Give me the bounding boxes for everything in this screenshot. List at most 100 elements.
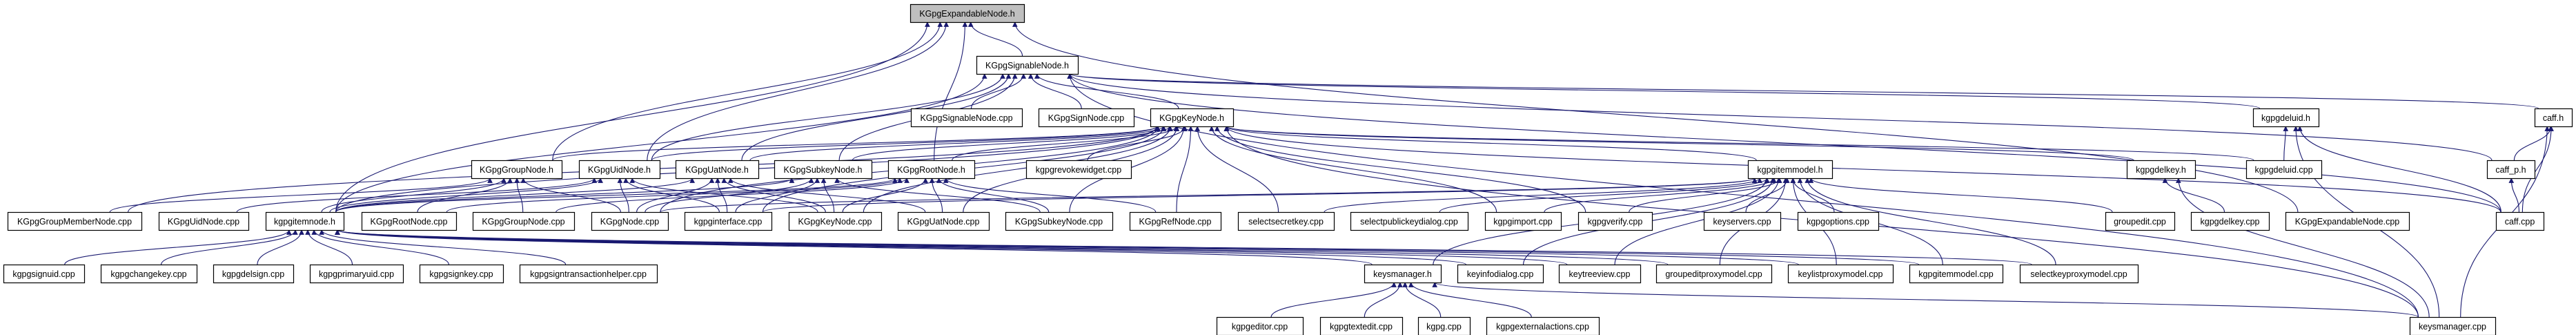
node-caff-p-h[interactable]: caff_p.h bbox=[2486, 160, 2536, 180]
node-box bbox=[1005, 211, 1114, 231]
edge-kgpggroupnode-h-to-kgpgkeynode-h bbox=[552, 126, 1160, 161]
node-label: kgpgchangekey.cpp bbox=[110, 269, 186, 279]
edge-kgpgkeynode-cpp-to-kgpgkeynode-h bbox=[863, 126, 1173, 213]
node-keylistproxymodel-cpp[interactable]: keylistproxymodel.cpp bbox=[1787, 264, 1894, 284]
node-kgpgexpandablenode-h[interactable]: KGpgExpandableNode.h bbox=[910, 3, 1025, 23]
node-kgpgtextedit-cpp[interactable]: kgpgtextedit.cpp bbox=[1319, 316, 1404, 335]
node-groupeditproxymodel-cpp[interactable]: groupeditproxymodel.cpp bbox=[1655, 264, 1773, 284]
node-kgpgsignnode-cpp[interactable]: KGpgSignNode.cpp bbox=[1038, 108, 1135, 128]
node-kgpgnode-cpp[interactable]: KGpgNode.cpp bbox=[591, 211, 669, 231]
edge-kgpgdeluid-cpp-to-kgpgdeluid-h bbox=[2283, 126, 2289, 161]
node-kgpguidnode-cpp[interactable]: KGpgUidNode.cpp bbox=[158, 211, 250, 231]
node-kgpgsignablenode-h[interactable]: KGpgSignableNode.h bbox=[976, 55, 1079, 75]
node-kgpg-cpp[interactable]: kgpg.cpp bbox=[1417, 316, 1471, 335]
edge-kgpgitemnode-h-to-kgpgexpandablenode-h bbox=[335, 21, 930, 213]
node-label: KGpgRootNode.h bbox=[897, 165, 965, 175]
node-box bbox=[2534, 108, 2573, 128]
node-keyservers-cpp[interactable]: keyservers.cpp bbox=[1703, 211, 1782, 231]
node-kgpguatnode-cpp[interactable]: KGpgUatNode.cpp bbox=[897, 211, 990, 231]
node-kgpggroupnode-cpp[interactable]: KGpgGroupNode.cpp bbox=[472, 211, 576, 231]
node-label: KGpgGroupMemberNode.cpp bbox=[17, 217, 132, 227]
node-box bbox=[1484, 211, 1562, 231]
edge-kgpguatnode-cpp-to-kgpgrootnode-h bbox=[929, 178, 943, 213]
node-box bbox=[887, 160, 976, 180]
edge-kgpgitemnode-h-to-kgpgrootnode-h bbox=[335, 178, 898, 213]
node-kgpgsignuid-cpp[interactable]: kgpgsignuid.cpp bbox=[3, 264, 86, 284]
node-kgpgdelkey-cpp[interactable]: kgpgdelkey.cpp bbox=[2190, 211, 2270, 231]
node-label: keysmanager.cpp bbox=[2419, 322, 2486, 332]
node-kgpgrootnode-h[interactable]: KGpgRootNode.h bbox=[887, 160, 976, 180]
node-kgpgrefnode-cpp[interactable]: KGpgRefNode.cpp bbox=[1129, 211, 1222, 231]
node-kgpgverify-cpp[interactable]: kgpgverify.cpp bbox=[1577, 211, 1653, 231]
node-kgpgsignablenode-cpp[interactable]: KGpgSignableNode.cpp bbox=[910, 108, 1023, 128]
edge-kgpguatnode-h-to-kgpgkeynode-h bbox=[749, 126, 1166, 161]
node-kgpgsubkeynode-h[interactable]: KGpgSubkeyNode.h bbox=[774, 160, 873, 180]
edge-kgpgsignkey-cpp-to-kgpgitemnode-h bbox=[311, 229, 449, 265]
node-box bbox=[1577, 211, 1653, 231]
node-kgpgeditor-cpp[interactable]: kgpgeditor.cpp bbox=[1216, 316, 1304, 335]
node-caff-cpp[interactable]: caff.cpp bbox=[2495, 211, 2545, 231]
node-kgpguidnode-h[interactable]: KGpgUidNode.h bbox=[578, 160, 661, 180]
node-box bbox=[1417, 316, 1471, 335]
node-label: keylistproxymodel.cpp bbox=[1798, 269, 1883, 279]
node-kgpgdeluid-cpp[interactable]: kgpgdeluid.cpp bbox=[2245, 160, 2323, 180]
node-kgpguatnode-h[interactable]: KGpgUatNode.h bbox=[675, 160, 760, 180]
node-label: caff.h bbox=[2543, 113, 2564, 123]
edge-kgpginterface-cpp-to-kgpguatnode-h bbox=[715, 178, 728, 213]
node-kgpggroupmembernode-cpp[interactable]: KGpgGroupMemberNode.cpp bbox=[7, 211, 143, 231]
node-kgpgitemmodel-cpp[interactable]: kgpgitemmodel.cpp bbox=[1909, 264, 2004, 284]
edge-caff-cpp-to-kgpgsignablenode-h bbox=[1067, 73, 2501, 213]
nodes: KGpgExpandableNode.hKGpgSignableNode.hKG… bbox=[3, 3, 2573, 335]
edge-kgpgsubkeynode-h-to-kgpgkeynode-h bbox=[852, 126, 1172, 161]
node-box bbox=[788, 211, 883, 231]
node-kgpgoptions-cpp[interactable]: kgpgoptions.cpp bbox=[1797, 211, 1880, 231]
node-keytreeview-cpp[interactable]: keytreeview.cpp bbox=[1558, 264, 1642, 284]
node-box bbox=[213, 264, 295, 284]
node-label: kgpgitemmodel.cpp bbox=[1918, 269, 1993, 279]
node-kgpgrevokewidget-cpp[interactable]: kgpgrevokewidget.cpp bbox=[1025, 160, 1132, 180]
node-kgpgsigntransactionhelper-cpp[interactable]: kgpgsigntransactionhelper.cpp bbox=[519, 264, 658, 284]
node-label: keysmanager.h bbox=[1373, 269, 1432, 279]
node-caff-h[interactable]: caff.h bbox=[2534, 108, 2573, 128]
node-box bbox=[1129, 211, 1222, 231]
node-selectpublickeydialog-cpp[interactable]: selectpublickeydialog.cpp bbox=[1350, 211, 1469, 231]
node-kgpginterface-cpp[interactable]: kgpginterface.cpp bbox=[684, 211, 773, 231]
node-kgpgrootnode-cpp[interactable]: KGpgRootNode.cpp bbox=[361, 211, 458, 231]
node-kgpgprimaryuid-cpp[interactable]: kgpgprimaryuid.cpp bbox=[309, 264, 404, 284]
edge-kgpguidnode-h-to-kgpgkeynode-h bbox=[651, 126, 1160, 161]
node-selectkeyproxymodel-cpp[interactable]: selectkeyproxymodel.cpp bbox=[2019, 264, 2139, 284]
node-kgpgkeynode-h[interactable]: KGpgKeyNode.h bbox=[1150, 108, 1235, 128]
node-kgpgdeluid-h[interactable]: kgpgdeluid.h bbox=[2252, 108, 2320, 128]
node-kgpgdelkey-h[interactable]: kgpgdelkey.h bbox=[2126, 160, 2196, 180]
node-kgpgexternalactions-cpp[interactable]: kgpgexternalactions.cpp bbox=[1486, 316, 1600, 335]
node-label: kgpgdelsign.cpp bbox=[222, 269, 284, 279]
edge-keyinfodialog-cpp-to-kgpgitemnode-h bbox=[335, 229, 1466, 265]
node-kgpgsignkey-cpp[interactable]: kgpgsignkey.cpp bbox=[419, 264, 504, 284]
node-kgpggroupnode-h[interactable]: KGpgGroupNode.h bbox=[471, 160, 563, 180]
node-keyinfodialog-cpp[interactable]: keyinfodialog.cpp bbox=[1457, 264, 1544, 284]
node-label: kgpgdelkey.cpp bbox=[2201, 217, 2260, 227]
node-kgpgchangekey-cpp[interactable]: kgpgchangekey.cpp bbox=[100, 264, 198, 284]
edge-caff-cpp-to-kgpgkeynode-h bbox=[1223, 126, 2501, 213]
node-label: kgpgdeluid.h bbox=[2261, 113, 2310, 123]
node-keysmanager-h[interactable]: keysmanager.h bbox=[1364, 264, 1442, 284]
node-kgpgimport-cpp[interactable]: kgpgimport.cpp bbox=[1484, 211, 1562, 231]
node-keysmanager-cpp[interactable]: keysmanager.cpp bbox=[2409, 316, 2497, 335]
node-label: kgpginterface.cpp bbox=[694, 217, 763, 227]
edge-kgpguidnode-cpp-to-kgpguidnode-h bbox=[236, 178, 598, 213]
node-kgpgdelsign-cpp[interactable]: kgpgdelsign.cpp bbox=[213, 264, 295, 284]
node-label: KGpgRefNode.cpp bbox=[1139, 217, 1212, 227]
node-kgpgexpandablenode-cpp[interactable]: KGpgExpandableNode.cpp bbox=[2285, 211, 2410, 231]
node-box bbox=[100, 264, 198, 284]
node-kgpgitemmodel-h[interactable]: kgpgitemmodel.h bbox=[1747, 160, 1833, 180]
edge-kgpgkeynode-cpp-to-kgpgrootnode-h bbox=[842, 178, 928, 213]
node-box bbox=[910, 3, 1025, 23]
node-kgpgkeynode-cpp[interactable]: KGpgKeyNode.cpp bbox=[788, 211, 883, 231]
node-kgpgitemnode-h[interactable]: kgpgitemnode.h bbox=[265, 211, 345, 231]
node-kgpgsubkeynode-cpp[interactable]: KGpgSubkeyNode.cpp bbox=[1005, 211, 1114, 231]
node-selectsecretkey-cpp[interactable]: selectsecretkey.cpp bbox=[1237, 211, 1335, 231]
node-groupedit-cpp[interactable]: groupedit.cpp bbox=[2105, 211, 2176, 231]
node-label: caff_p.h bbox=[2495, 165, 2526, 175]
node-label: kgpgitemmodel.h bbox=[1757, 165, 1822, 175]
node-box bbox=[472, 211, 576, 231]
